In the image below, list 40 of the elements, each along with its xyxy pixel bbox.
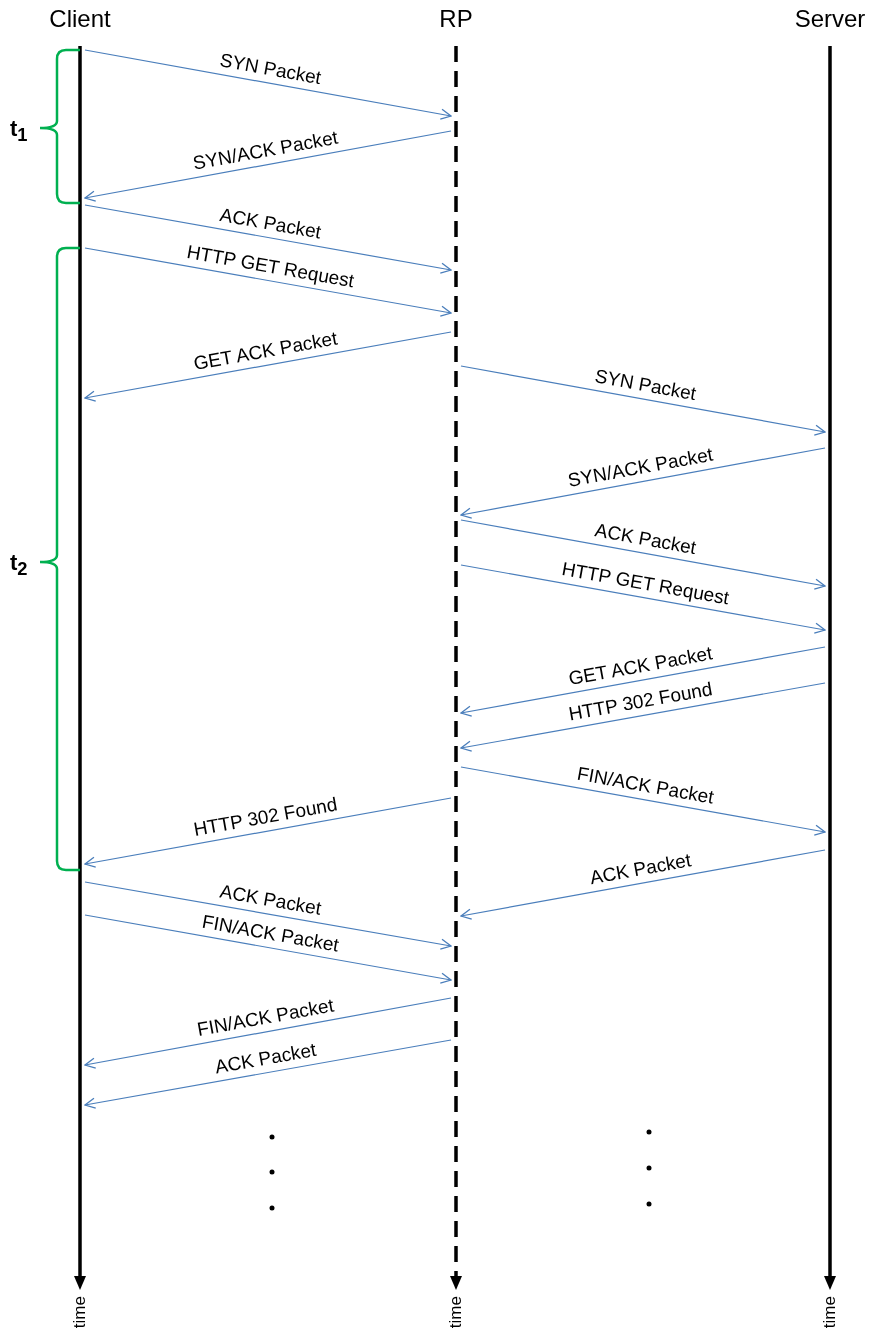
message-arrow <box>84 997 452 1069</box>
message-arrow <box>84 881 452 950</box>
edge-label: SYN/ACK Packet <box>566 443 715 491</box>
message-arrow <box>460 365 826 436</box>
edge-label: SYN Packet <box>593 365 698 405</box>
edge-label: SYN/ACK Packet <box>191 126 340 174</box>
message-arrow <box>84 914 452 984</box>
edge-label: GET ACK Packet <box>192 327 339 374</box>
edge-label: HTTP GET Request <box>185 241 356 292</box>
message-arrow <box>460 849 826 920</box>
message-arrow <box>84 331 452 402</box>
edge-label: SYN Packet <box>218 49 323 89</box>
participant-label: Client <box>48 4 112 34</box>
edge-label: ACK Packet <box>218 203 323 243</box>
edge-label: HTTP GET Request <box>560 558 731 609</box>
axis-label: time <box>820 1296 840 1329</box>
message-arrow <box>84 130 452 202</box>
message-arrow <box>460 646 826 717</box>
edge-label: ACK Packet <box>213 1038 318 1078</box>
edge-label: ACK Packet <box>593 519 698 559</box>
message-arrow <box>84 1039 452 1109</box>
message-arrow <box>460 766 826 836</box>
axis-label: time <box>70 1296 90 1329</box>
message-arrow <box>84 247 452 317</box>
message-arrow <box>84 204 452 274</box>
edge-label: HTTP 302 Found <box>192 793 339 840</box>
participant-label: Server <box>793 4 867 34</box>
interval-label: t$_{2}$ <box>10 550 28 582</box>
message-arrow <box>460 564 826 634</box>
axis-label: time <box>446 1296 466 1329</box>
message-arrow <box>460 519 826 590</box>
message-arrow <box>84 797 452 868</box>
message-arrow <box>460 447 826 519</box>
message-arrow <box>84 49 452 120</box>
edge-label: FIN/ACK Packet <box>195 994 336 1040</box>
edge-label: ACK Packet <box>588 849 693 889</box>
edge-label: FIN/ACK Packet <box>575 762 716 808</box>
participant-label: RP <box>438 4 474 34</box>
message-arrow <box>460 682 826 752</box>
interval-label: t$_{1}$ <box>10 116 28 148</box>
